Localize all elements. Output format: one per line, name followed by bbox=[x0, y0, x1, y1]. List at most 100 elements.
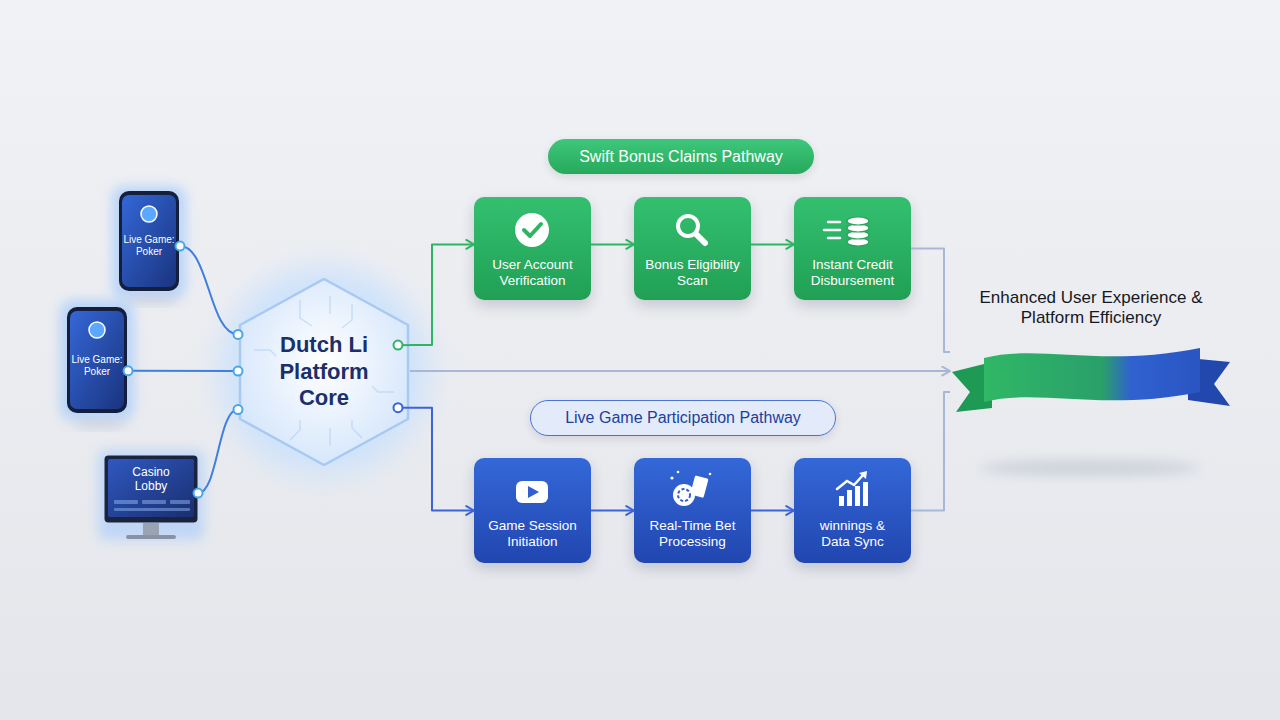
node-label: Casino Lobby bbox=[123, 465, 179, 494]
connector-dot bbox=[394, 403, 403, 412]
check-mark bbox=[524, 224, 541, 236]
speed-line bbox=[824, 229, 840, 232]
connector-arrow bbox=[591, 243, 634, 245]
phone-screen bbox=[70, 311, 124, 409]
phone-device: Live Game: Poker bbox=[66, 306, 128, 414]
play-icon bbox=[516, 481, 548, 503]
circuit-trace bbox=[300, 300, 312, 326]
phone-device: Live Game: Poker bbox=[118, 190, 180, 292]
phone-body bbox=[67, 307, 127, 413]
desktop-monitor: Casino Lobby bbox=[104, 455, 198, 523]
chart-bar bbox=[847, 490, 852, 506]
circuit-trace bbox=[372, 386, 394, 392]
connector-line bbox=[180, 246, 238, 334]
connector-line bbox=[911, 392, 950, 510]
phone-screen bbox=[122, 195, 176, 287]
connector-arrow bbox=[410, 370, 950, 372]
hex-glow bbox=[219, 266, 429, 476]
connector-lead bbox=[403, 344, 411, 346]
circuit-trace bbox=[290, 420, 300, 440]
check-icon bbox=[515, 213, 549, 247]
coin bbox=[847, 231, 869, 239]
process-box: Real-Time Bet Processing bbox=[634, 458, 751, 563]
monitor-screen bbox=[108, 459, 194, 517]
screen-bar bbox=[142, 500, 166, 504]
trend-line bbox=[837, 474, 864, 489]
connector-arrow bbox=[591, 510, 634, 512]
monitor-base bbox=[126, 535, 176, 539]
node-label: Live Game: Poker bbox=[121, 234, 177, 258]
connector-arrow bbox=[751, 243, 794, 245]
process-box: winnings & Data Sync bbox=[794, 458, 911, 563]
magnifier-handle bbox=[696, 234, 705, 243]
connector-dot bbox=[176, 242, 185, 251]
node-label: Swift Bonus Claims Pathway bbox=[556, 147, 806, 166]
process-box: User Account Verification bbox=[474, 197, 591, 300]
sparkle bbox=[709, 473, 712, 476]
ribbon-band bbox=[984, 348, 1200, 402]
monitor-stand bbox=[143, 523, 159, 535]
outcome-ribbon: Enhanced User Experience & Platform Effi… bbox=[950, 282, 1232, 422]
pathway-heading: Live Game Participation Pathway bbox=[530, 400, 836, 436]
node-label: winnings & Data Sync bbox=[808, 518, 898, 550]
node-label: Instant Credit Disbursement bbox=[803, 257, 903, 289]
phone-glow bbox=[60, 300, 134, 420]
circuit-trace bbox=[329, 296, 331, 314]
connector-lead bbox=[403, 407, 411, 409]
trend-arrowhead bbox=[859, 471, 867, 479]
speed-line bbox=[828, 221, 840, 224]
screen-bar bbox=[170, 500, 190, 504]
chart-bar bbox=[839, 496, 844, 506]
node-label: Real-Time Bet Processing bbox=[643, 518, 743, 550]
node-label: Bonus Eligibility Scan bbox=[639, 257, 747, 289]
playing-card bbox=[689, 475, 709, 499]
pathway-heading: Swift Bonus Claims Pathway bbox=[548, 139, 814, 174]
connector-dot bbox=[124, 366, 133, 375]
lobby-screen-ui bbox=[114, 500, 190, 511]
screen-bar bbox=[114, 500, 138, 504]
coin bbox=[847, 217, 869, 225]
monitor-glow bbox=[98, 450, 204, 540]
process-box: Bonus Eligibility Scan bbox=[634, 197, 751, 300]
poker-chip bbox=[673, 484, 695, 506]
coins-icon bbox=[824, 217, 869, 246]
chart-icon bbox=[837, 471, 868, 506]
phone-body bbox=[119, 191, 179, 291]
connector-arrow bbox=[410, 408, 474, 511]
connector-line bbox=[198, 410, 238, 493]
connector-arrow bbox=[751, 510, 794, 512]
coin bbox=[847, 224, 869, 232]
connector-dot bbox=[394, 341, 403, 350]
sparkle bbox=[670, 476, 673, 479]
node-label: User Account Verification bbox=[483, 257, 583, 289]
screen-bar bbox=[114, 508, 190, 511]
connector-line bbox=[128, 370, 238, 372]
magnifier-icon bbox=[678, 216, 698, 236]
chips-cards-icon bbox=[670, 471, 711, 506]
poker-chip-ring bbox=[678, 489, 690, 501]
phone-shadow bbox=[72, 420, 128, 428]
ribbon-shadow bbox=[980, 460, 1200, 476]
app-icon bbox=[89, 322, 105, 338]
speed-line bbox=[828, 237, 840, 240]
hexagon-outline bbox=[240, 279, 408, 465]
play-triangle bbox=[528, 486, 539, 498]
circuit-trace bbox=[329, 428, 331, 446]
coin bbox=[847, 238, 869, 246]
circuit-trace bbox=[352, 420, 362, 438]
connector-dot bbox=[234, 367, 243, 376]
node-label: Live Game: Poker bbox=[69, 354, 125, 378]
chart-bar bbox=[863, 482, 868, 506]
node-label: Game Session Initiation bbox=[483, 518, 583, 550]
node-label: Dutch Li Platform Core bbox=[259, 332, 389, 411]
process-box: Game Session Initiation bbox=[474, 458, 591, 563]
connector-line bbox=[911, 249, 950, 353]
circuit-trace bbox=[342, 304, 352, 328]
connector-arrow bbox=[410, 244, 474, 345]
circuit-trace bbox=[254, 350, 276, 356]
connector-dot bbox=[234, 330, 243, 339]
phone-shadow bbox=[124, 296, 180, 304]
